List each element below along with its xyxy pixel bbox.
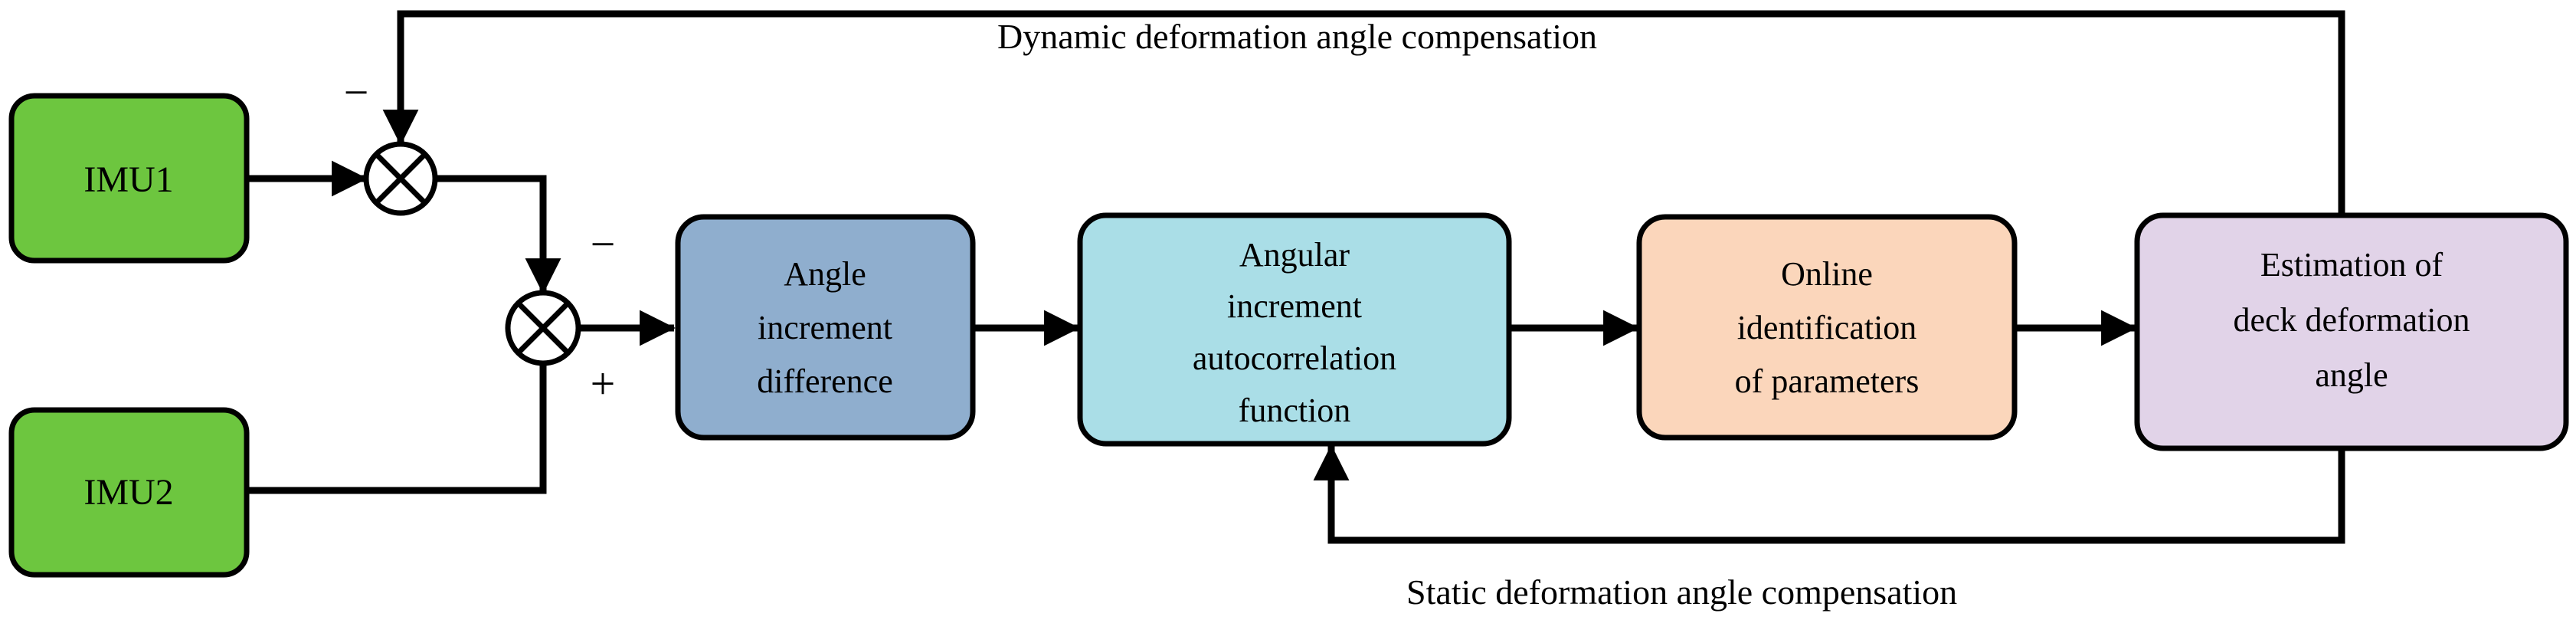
block-angle-increment-difference-line-1: Angle	[784, 255, 866, 293]
block-estimation-of-deck-deformation-angle[interactable]	[2134, 212, 2569, 451]
block-angle-increment-difference-line-2: increment	[758, 309, 892, 346]
sign-minus-sum1: −	[344, 67, 369, 117]
block-autocorrelation-line-3: autocorrelation	[1193, 339, 1396, 377]
block-estimation-line-1: Estimation of	[2260, 246, 2443, 284]
block-online-identification-of-parameters[interactable]	[1636, 214, 2018, 441]
block-autocorrelation-line-1: Angular	[1239, 236, 1350, 274]
label-dynamic-deformation-angle-compensation: Dynamic deformation angle compensation	[997, 17, 1597, 56]
block-angle-increment-difference[interactable]	[675, 214, 976, 441]
block-angle-increment-difference-line-3: difference	[757, 362, 893, 400]
block-imu2[interactable]	[8, 407, 250, 578]
block-angular-increment-autocorrelation-function[interactable]	[1077, 212, 1512, 447]
block-estimation-line-3: angle	[2315, 356, 2388, 394]
block-imu1[interactable]	[8, 93, 250, 264]
block-estimation-line-2: deck deformation	[2233, 301, 2470, 339]
label-static-deformation-angle-compensation: Static deformation angle compensation	[1406, 572, 1957, 612]
block-online-identification-line-1: Online	[1781, 255, 1873, 293]
block-online-identification-line-2: identification	[1737, 309, 1917, 346]
sign-minus-sum2: −	[591, 219, 616, 269]
summing-junction-2[interactable]	[505, 290, 581, 366]
wire-dynamic-feedback	[382, 10, 2345, 215]
block-online-identification-line-3: of parameters	[1735, 362, 1920, 400]
wire-imu2-to-sum2	[247, 363, 547, 494]
summing-junction-1[interactable]	[363, 141, 438, 216]
block-imu2-label: IMU2	[83, 472, 173, 513]
summing-junction-2-cross-b	[516, 300, 571, 356]
sign-plus-sum2: +	[591, 359, 616, 408]
block-autocorrelation-line-2: increment	[1227, 287, 1362, 325]
block-imu1-label: IMU1	[83, 159, 173, 200]
block-autocorrelation-line-4: function	[1239, 392, 1351, 429]
summing-junction-1-cross-b	[374, 152, 427, 205]
wire-static-feedback	[1313, 444, 2345, 544]
wire-sum1-to-sum2	[435, 175, 561, 294]
